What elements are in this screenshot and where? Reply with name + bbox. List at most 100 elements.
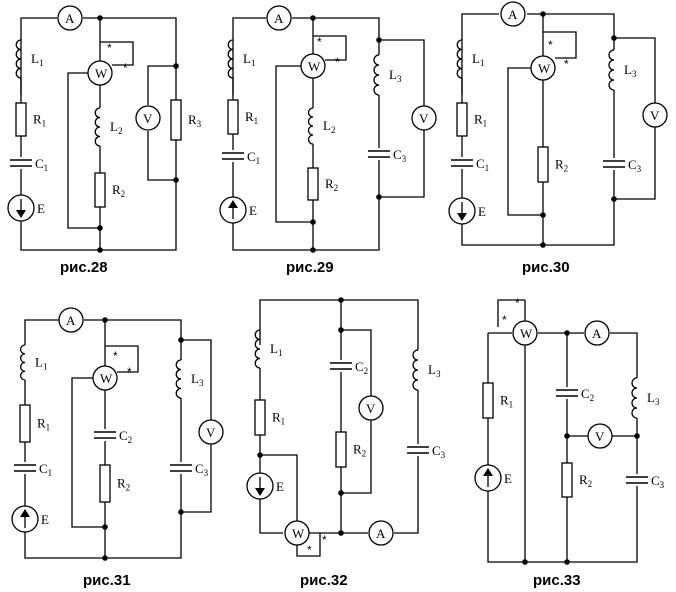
wattmeter-letter: W xyxy=(308,59,321,74)
ammeter-letter: A xyxy=(592,326,602,341)
voltage-source-E: E xyxy=(7,194,45,222)
voltage-source-E: E xyxy=(246,472,284,500)
wire xyxy=(461,170,615,246)
junction-dot xyxy=(310,15,316,21)
wattmeter: W xyxy=(530,55,556,81)
capacitor-C3: C3 xyxy=(368,147,407,164)
wire xyxy=(232,17,266,95)
capacitor-C1-label: C1 xyxy=(35,156,48,173)
star-mark: * xyxy=(127,365,132,379)
inductor-L3-label: L3 xyxy=(624,62,637,79)
junction-dot xyxy=(376,194,382,200)
junction-dot xyxy=(611,196,617,202)
inductor-L1-label: L1 xyxy=(472,51,484,68)
wire xyxy=(341,329,372,396)
wire xyxy=(181,444,212,513)
capacitor-C3-label: C3 xyxy=(432,443,446,460)
inductor-L3: L3 xyxy=(175,359,204,399)
resistor-R1-label: R1 xyxy=(272,410,285,427)
inductor-L1-label: L1 xyxy=(31,51,43,68)
wattmeter-letter: W xyxy=(95,66,108,81)
junction-dot xyxy=(310,247,316,253)
wire xyxy=(24,319,59,345)
wire xyxy=(610,332,638,378)
inductor-L2: L2 xyxy=(94,107,122,147)
capacitor-C3-label: C3 xyxy=(195,461,209,478)
voltmeter-letter: V xyxy=(366,401,376,416)
junction-dot xyxy=(97,15,103,21)
wire xyxy=(259,499,283,534)
wattmeter: W xyxy=(300,53,326,79)
star-mark: * xyxy=(515,296,520,310)
wattmeter: W xyxy=(87,60,113,86)
resistor-R1: R1 xyxy=(19,404,50,443)
resistor-R2-label: R2 xyxy=(117,476,130,493)
inductor-L1: L1 xyxy=(15,39,43,79)
wire xyxy=(292,17,380,40)
junction-dot xyxy=(310,219,316,225)
capacitor-C1-label: C1 xyxy=(39,461,52,478)
capacitor-C3: C3 xyxy=(170,461,209,478)
voltage-source-E: E xyxy=(474,464,512,492)
inductor-L3-label: L3 xyxy=(647,390,660,407)
ammeter-letter: A xyxy=(66,313,76,328)
inductor-L2: L2 xyxy=(307,107,335,145)
wattmeter-letter: W xyxy=(292,526,305,541)
capacitor-C1: C1 xyxy=(222,149,260,166)
star-mark: * xyxy=(107,41,112,55)
wire xyxy=(527,13,615,38)
figure-caption: рис.32 xyxy=(300,572,348,589)
wire xyxy=(614,127,656,200)
junction-dot xyxy=(338,327,344,333)
resistor-R2: R2 xyxy=(307,167,338,201)
capacitor-C3: C3 xyxy=(603,157,642,174)
resistor-R1: R1 xyxy=(456,102,487,137)
voltmeter: V xyxy=(135,105,161,131)
wire xyxy=(232,160,380,251)
junction-dot xyxy=(173,177,179,183)
junction-dot xyxy=(102,524,108,530)
figure-caption: рис.31 xyxy=(83,572,131,589)
ammeter-letter: A xyxy=(274,11,284,26)
wattmeter: W xyxy=(284,520,310,546)
voltage-source-E-label: E xyxy=(41,512,49,527)
wire xyxy=(181,339,212,420)
capacitor-C2-label: C2 xyxy=(355,359,368,376)
star-mark: * xyxy=(335,55,340,69)
junction-dot xyxy=(173,63,179,69)
wire xyxy=(20,17,177,251)
voltmeter-letter: V xyxy=(143,111,153,126)
resistor-R2: R2 xyxy=(561,462,592,498)
inductor-L3: L3 xyxy=(608,49,637,91)
resistor-R1-label: R1 xyxy=(474,112,487,129)
star-mark: * xyxy=(502,313,507,327)
voltmeter-letter: V xyxy=(650,108,660,123)
inductor-L3: L3 xyxy=(412,349,441,391)
inductor-L1: L1 xyxy=(227,39,255,79)
star-mark: * xyxy=(564,57,569,71)
wire xyxy=(100,41,134,66)
wire xyxy=(20,17,57,95)
wattmeter-letter: W xyxy=(100,371,113,386)
capacitor-C3: C3 xyxy=(626,473,665,490)
capacitor-C3-label: C3 xyxy=(628,157,642,174)
inductor-L2-label: L2 xyxy=(323,118,335,135)
capacitor-C2: C2 xyxy=(330,359,368,376)
inductor-L3-label: L3 xyxy=(389,67,402,84)
wattmeter-letter: W xyxy=(520,326,533,341)
resistor-R2-label: R2 xyxy=(579,472,592,489)
voltmeter-letter: V xyxy=(206,425,216,440)
junction-dot xyxy=(611,35,617,41)
voltage-source-E: E xyxy=(11,505,49,533)
junction-dot xyxy=(522,559,528,565)
inductor-L3: L3 xyxy=(631,377,660,419)
wire xyxy=(259,299,419,350)
wire xyxy=(461,13,499,95)
wire xyxy=(543,31,577,59)
voltage-source-E-label: E xyxy=(276,479,284,494)
voltmeter: V xyxy=(587,423,613,449)
resistor-R2-label: R2 xyxy=(555,157,568,174)
inductor-L3-label: L3 xyxy=(191,371,204,388)
junction-dot xyxy=(338,530,344,536)
